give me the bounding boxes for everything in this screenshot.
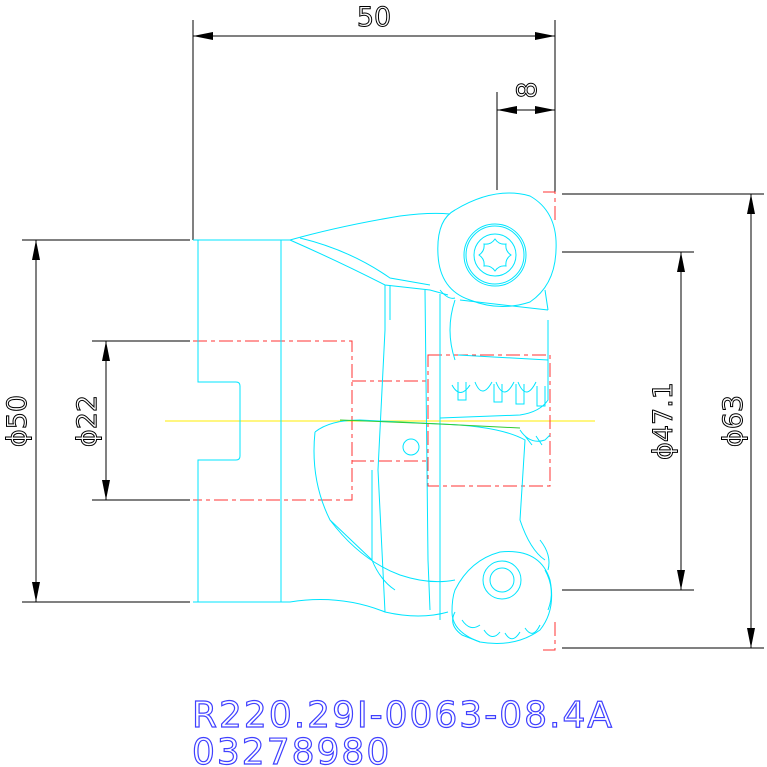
lower-insert (451, 539, 553, 644)
dim-phi50-label: ϕ50 (2, 395, 33, 447)
green-reference-line (339, 419, 521, 429)
code-text: 03278980 (192, 732, 391, 767)
dim-50-label: 50 (357, 2, 391, 33)
dim-8-label: 8 (512, 81, 543, 98)
designation-text: R220.29I-0063-08.4A (192, 695, 614, 736)
cutter-body (193, 212, 551, 620)
torx-icon (478, 238, 512, 272)
dim-pitch-diameter: ϕ47.1 (562, 251, 694, 591)
dim-phi22-label: ϕ22 (72, 395, 103, 447)
dim-phi63-label: ϕ63 (718, 395, 749, 447)
dim-cutting-diameter: ϕ63 (562, 193, 764, 649)
lower-screw (482, 560, 522, 600)
dim-phi47-label: ϕ47.1 (648, 382, 679, 460)
upper-insert (437, 192, 557, 311)
dim-overall-length: 50 (192, 2, 556, 240)
dim-bore-diameter: ϕ22 (72, 340, 190, 501)
dim-insert-offset: 8 (496, 81, 555, 190)
dim-body-diameter: ϕ50 (2, 239, 190, 603)
upper-screw (463, 223, 527, 287)
